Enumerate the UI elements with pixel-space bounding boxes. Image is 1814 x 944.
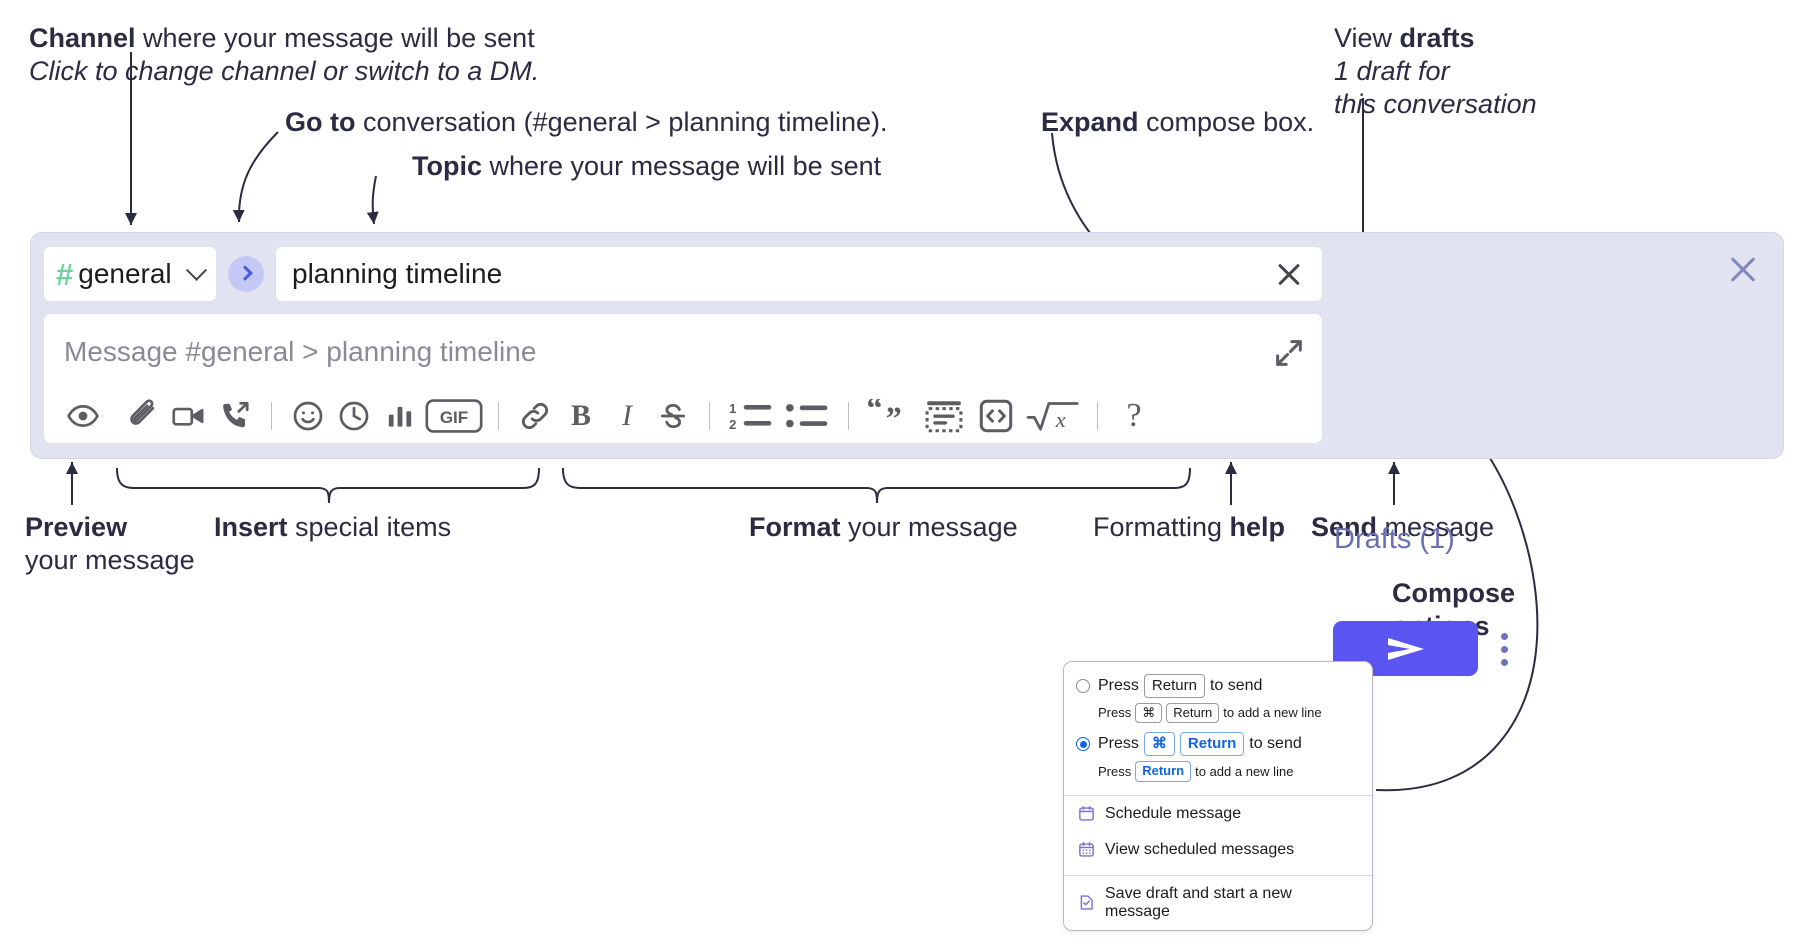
radio-button[interactable] xyxy=(1076,678,1090,693)
blockquote-button[interactable]: “ ” xyxy=(862,396,918,436)
sub-text: to add a new line xyxy=(1195,763,1294,779)
clear-topic-icon[interactable] xyxy=(1272,257,1306,291)
calendar-grid-icon xyxy=(1079,842,1094,857)
menu-item-label: Schedule message xyxy=(1105,804,1242,822)
key-cap: Return xyxy=(1166,702,1220,724)
key-cap: Return xyxy=(1179,732,1245,756)
close-icon[interactable] xyxy=(1725,251,1761,287)
topic-input[interactable]: planning timeline xyxy=(275,246,1323,302)
menu-divider xyxy=(1064,794,1372,796)
menu-item-label: View scheduled messages xyxy=(1105,840,1295,858)
svg-text:x: x xyxy=(1055,407,1066,432)
menu-radio-subtext: Press Return to add a new line xyxy=(1064,759,1372,788)
message-input[interactable]: Message #general > planning timeline xyxy=(43,313,1323,444)
document-check-icon xyxy=(1080,895,1093,910)
sub-text: Press xyxy=(1098,705,1132,721)
bold-button[interactable]: B xyxy=(558,396,604,436)
chevron-right-icon xyxy=(236,264,253,281)
menu-radio-option[interactable]: Press ⌘ Return to send xyxy=(1064,729,1372,759)
bold-icon: B xyxy=(570,398,591,432)
svg-text:1: 1 xyxy=(729,401,736,416)
key-cap-cmd: ⌘ xyxy=(1143,732,1175,756)
latex-button[interactable]: x xyxy=(1022,396,1084,436)
calendar-icon xyxy=(1079,806,1094,821)
toolbar-divider xyxy=(709,401,710,430)
radio-button-selected[interactable] xyxy=(1076,737,1090,752)
toolbar-divider xyxy=(498,401,499,430)
strikethrough-button[interactable] xyxy=(650,396,696,436)
menu-item-save-draft[interactable]: Save draft and start a new message xyxy=(1064,876,1372,930)
annotation-goto: Go to conversation (#general > planning … xyxy=(285,107,888,137)
option-label: Press Return to send xyxy=(1098,674,1262,698)
channel-selector[interactable]: # general xyxy=(43,246,217,302)
compose-panel: Drafts (1) # general planning timeline M… xyxy=(30,232,1784,676)
annotation-expand: Expand compose box. xyxy=(1041,107,1315,137)
attach-file-button[interactable] xyxy=(120,396,166,436)
menu-item-schedule-message[interactable]: Schedule message xyxy=(1064,796,1372,832)
italic-icon: I xyxy=(622,398,632,432)
svg-text:”: ” xyxy=(886,400,902,433)
annotation-preview: Preview your message xyxy=(25,512,195,575)
annotation-insert: Insert special items xyxy=(214,512,452,542)
insert-emoji-button[interactable] xyxy=(285,396,331,436)
channel-name: general xyxy=(78,258,172,289)
insert-link-button[interactable] xyxy=(512,396,558,436)
annotation-channel: Channel where your message will be sent … xyxy=(29,23,540,86)
record-audio-clip-button[interactable] xyxy=(212,396,258,436)
toolbar-divider xyxy=(1097,401,1098,430)
key-cap: Return xyxy=(1135,760,1192,782)
annotation-drafts: View drafts 1 draft for this conversatio… xyxy=(1334,23,1537,119)
toolbar-divider xyxy=(848,401,849,430)
go-to-conversation-button[interactable] xyxy=(228,256,264,292)
insert-reminder-button[interactable] xyxy=(331,396,377,436)
ordered-list-button[interactable]: 1 2 xyxy=(723,396,779,436)
sub-text: Press xyxy=(1098,763,1132,779)
key-cap-cmd: ⌘ xyxy=(1135,702,1163,724)
question-mark-icon: ? xyxy=(1126,396,1142,434)
option-label: Press ⌘ Return to send xyxy=(1098,732,1302,756)
message-placeholder: Message #general > planning timeline xyxy=(64,336,537,367)
record-video-clip-button[interactable] xyxy=(166,396,212,436)
compose-options-menu: Press Return to send Press ⌘ Return to a… xyxy=(1063,661,1373,931)
menu-radio-subtext: Press ⌘ Return to add a new line xyxy=(1064,701,1372,730)
formatting-help-button[interactable]: ? xyxy=(1111,396,1157,436)
option-text: Press xyxy=(1098,735,1139,753)
annotation-formatting-help: Formatting help xyxy=(1093,512,1286,542)
compose-options-button[interactable] xyxy=(1489,625,1519,673)
svg-text:GIF: GIF xyxy=(440,408,468,427)
chevron-down-icon xyxy=(185,259,208,281)
toolbar-divider xyxy=(271,401,272,430)
key-cap: Return xyxy=(1143,674,1205,698)
italic-button[interactable]: I xyxy=(604,396,650,436)
option-text: to send xyxy=(1249,735,1302,753)
menu-item-view-scheduled-messages[interactable]: View scheduled messages xyxy=(1064,832,1372,868)
menu-divider xyxy=(1064,874,1372,876)
expand-diagonal-icon[interactable] xyxy=(1272,336,1306,370)
option-text: Press xyxy=(1098,676,1139,694)
menu-radio-option[interactable]: Press Return to send xyxy=(1064,671,1372,701)
hash-icon: # xyxy=(56,256,73,292)
annotation-format: Format your message xyxy=(749,512,1018,542)
formatting-toolbar: GIF B I xyxy=(44,388,1322,443)
preview-message-button[interactable] xyxy=(60,396,106,436)
svg-text:2: 2 xyxy=(729,417,736,432)
option-text: to send xyxy=(1209,676,1263,694)
send-paperplane-icon xyxy=(1387,637,1424,660)
drafts-link[interactable]: Drafts (1) xyxy=(1334,523,1455,555)
bulleted-list-button[interactable] xyxy=(779,396,835,436)
sub-text: to add a new line xyxy=(1223,705,1322,721)
annotation-send: Send message xyxy=(1311,512,1495,542)
menu-item-label: Save draft and start a new message xyxy=(1105,884,1292,920)
svg-text:“: “ xyxy=(868,399,883,426)
compose-header-row: # general planning timeline xyxy=(43,246,1323,302)
annotation-topic: Topic where your message will be sent xyxy=(412,151,882,181)
code-block-button[interactable] xyxy=(918,396,970,436)
topic-value: planning timeline xyxy=(292,258,503,289)
create-poll-button[interactable] xyxy=(377,396,423,436)
insert-gif-button[interactable]: GIF xyxy=(423,396,485,436)
inline-code-button[interactable] xyxy=(970,396,1022,436)
